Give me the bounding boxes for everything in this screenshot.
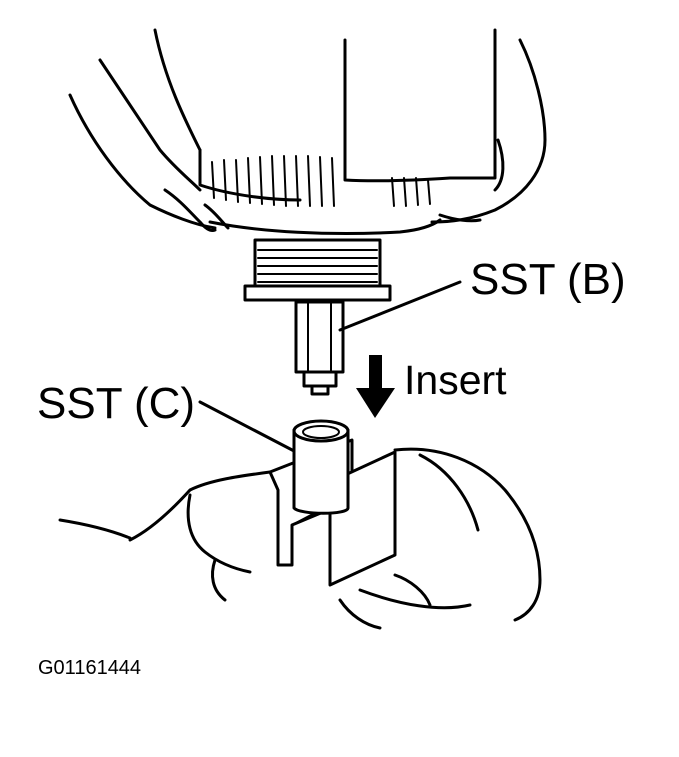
pulley xyxy=(243,238,392,302)
sst-b-tool xyxy=(294,300,345,396)
insert-label: Insert xyxy=(404,357,507,403)
sst-c-leader xyxy=(198,400,298,454)
lower-hands xyxy=(58,447,542,630)
alternator-body xyxy=(198,28,497,236)
cooling-fins xyxy=(211,155,431,207)
sst-b-label: SST (B) xyxy=(470,255,626,304)
sst-c-tool xyxy=(292,419,350,515)
sst-c-label: SST (C) xyxy=(37,379,196,428)
figure-id: G01161444 xyxy=(38,657,142,679)
insert-arrow xyxy=(356,355,395,418)
sst-b-leader xyxy=(338,280,462,332)
upper-hands xyxy=(68,28,547,232)
